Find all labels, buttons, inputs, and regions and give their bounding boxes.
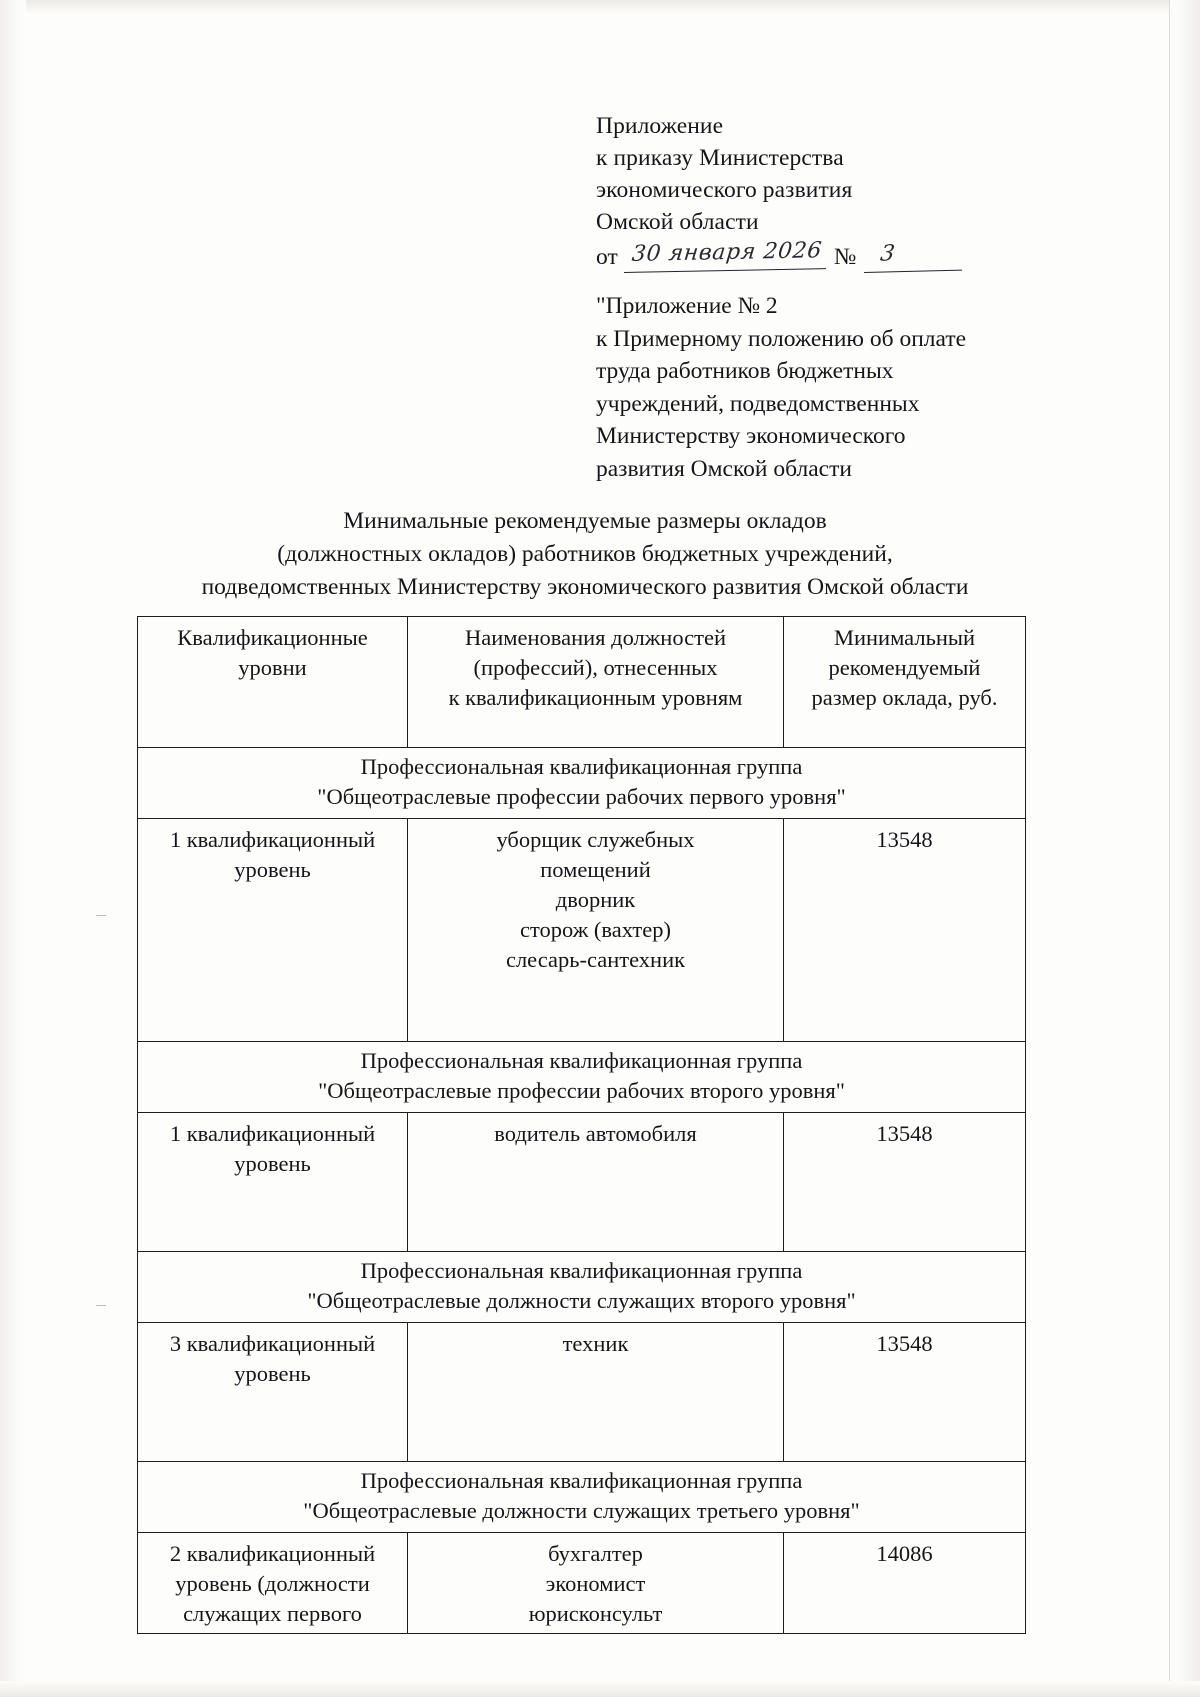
table-row: 3 квалификационный уровень техник 13548	[137, 1322, 1026, 1462]
header-line: размер оклада, руб.	[811, 685, 998, 710]
salary-amount-cell: 13548	[783, 818, 1026, 1042]
table-row: 2 квалификационный уровень (должности сл…	[137, 1532, 1026, 1634]
column-header-qualification-level: Квалификационные уровни	[137, 616, 408, 748]
group-header-line: "Общеотраслевые должности служащих второ…	[307, 1288, 856, 1313]
position-line: помещений	[540, 857, 651, 882]
level-line: 1 квалификационный	[169, 1121, 376, 1146]
group-header-cell: Профессиональная квалификационная группа…	[137, 747, 1026, 819]
handwritten-date-value: 30 января 2026	[623, 235, 830, 273]
appendix2-reference-block: "Приложение № 2 к Примерному положению о…	[596, 290, 1026, 485]
header-line: к квалификационным уровням	[448, 685, 743, 710]
level-line: 1 квалификационный	[169, 827, 376, 852]
qualification-level-cell: 1 квалификационный уровень	[137, 1112, 408, 1252]
margin-tick	[96, 915, 106, 916]
group-header-row: Профессиональная квалификационная группа…	[137, 1251, 1026, 1323]
position-line: техник	[562, 1331, 629, 1356]
header-line: (профессий), отнесенных	[473, 655, 718, 680]
level-line: уровень	[234, 1151, 311, 1176]
level-line: 2 квалификационный	[169, 1541, 376, 1566]
number-label: №	[833, 244, 857, 270]
group-header-line: Профессиональная квалификационная группа	[360, 754, 803, 779]
group-header-line: "Общеотраслевые профессии рабочих второг…	[318, 1078, 845, 1103]
group-header-line: Профессиональная квалификационная группа	[360, 1468, 803, 1493]
group-header-cell: Профессиональная квалификационная группа…	[137, 1251, 1026, 1323]
level-line: уровень	[234, 1361, 311, 1386]
level-line: 3 квалификационный	[169, 1331, 376, 1356]
position-line: сторож (вахтер)	[520, 917, 671, 942]
position-line: дворник	[555, 887, 636, 912]
appendix2-ref-line: "Приложение № 2	[596, 293, 778, 319]
qualification-level-cell: 1 квалификационный уровень	[137, 818, 408, 1042]
appendix-ref-line: к приказу Министерства	[596, 145, 844, 171]
group-header-cell: Профессиональная квалификационная группа…	[137, 1041, 1026, 1113]
salary-amount-cell: 13548	[783, 1322, 1026, 1462]
header-line: Минимальный	[833, 625, 976, 650]
table-row: 1 квалификационный уровень водитель авто…	[137, 1112, 1026, 1252]
position-titles-cell: техник	[407, 1322, 784, 1462]
position-line: юрисконсульт	[528, 1601, 663, 1626]
header-line: уровни	[238, 655, 307, 680]
scan-rule-right	[1169, 0, 1170, 1697]
appendix-reference-block: Приложение к приказу Министерства эконом…	[596, 110, 1026, 273]
group-header-line: Профессиональная квалификационная группа	[360, 1048, 803, 1073]
appendix2-ref-line: учреждений, подведомственных	[596, 390, 920, 417]
group-header-line: "Общеотраслевые профессии рабочих первог…	[317, 784, 846, 809]
appendix2-ref-line: труда работников бюджетных	[596, 358, 894, 384]
group-header-row: Профессиональная квалификационная группа…	[137, 747, 1026, 819]
scan-edge-right	[1170, 0, 1200, 1697]
position-line: бухгалтер	[548, 1541, 643, 1566]
group-header-line: Профессиональная квалификационная группа	[360, 1258, 803, 1283]
column-header-position-titles: Наименования должностей (профессий), отн…	[407, 616, 784, 748]
position-titles-cell: уборщик служебных помещений дворник стор…	[407, 818, 784, 1042]
table-header-row: Квалификационные уровни Наименования дол…	[137, 616, 1026, 748]
column-header-minimum-salary: Минимальный рекомендуемый размер оклада,…	[783, 616, 1026, 748]
date-label: от	[596, 244, 618, 270]
header-line: рекомендуемый	[828, 655, 981, 680]
appendix2-ref-line: Министерству экономического	[596, 423, 906, 449]
appendix-ref-line: Приложение	[596, 113, 724, 139]
position-line: слесарь-сантехник	[505, 947, 686, 972]
position-titles-cell: водитель автомобиля	[407, 1112, 784, 1252]
group-header-cell: Профессиональная квалификационная группа…	[137, 1461, 1026, 1533]
scan-edge-bottom	[0, 1681, 1200, 1697]
scan-edge-top	[0, 0, 1200, 14]
appendix-ref-line: экономического развития	[596, 177, 853, 203]
group-header-line: "Общеотраслевые должности служащих треть…	[303, 1498, 860, 1523]
appendix2-ref-line: развития Омской области	[596, 455, 852, 482]
page-title-line: Минимальные рекомендуемые размеры окладо…	[343, 508, 827, 534]
page-title-line: подведомственных Министерству экономичес…	[201, 574, 969, 600]
appendix2-ref-line: к Примерному положению об оплате	[596, 325, 967, 352]
page-title: Минимальные рекомендуемые размеры окладо…	[120, 505, 1050, 604]
order-date-line: от 30 января 2026 № 3	[596, 235, 1026, 273]
header-line: Наименования должностей	[464, 625, 727, 650]
table-row: 1 квалификационный уровень уборщик служе…	[137, 818, 1026, 1042]
salary-table: Квалификационные уровни Наименования дол…	[137, 616, 1026, 1634]
page-title-line: (должностных окладов) работников бюджетн…	[277, 541, 893, 567]
scan-edge-left	[0, 0, 26, 1697]
appendix-ref-line: Омской области	[596, 209, 759, 235]
level-line: служащих первого	[183, 1601, 362, 1626]
header-line: Квалификационные	[177, 625, 368, 650]
position-line: водитель автомобиля	[494, 1121, 697, 1146]
position-line: уборщик служебных	[496, 827, 695, 852]
position-titles-cell: бухгалтер экономист юрисконсульт	[407, 1532, 784, 1634]
group-header-row: Профессиональная квалификационная группа…	[137, 1461, 1026, 1533]
level-line: уровень (должности	[175, 1571, 370, 1596]
group-header-row: Профессиональная квалификационная группа…	[137, 1041, 1026, 1113]
qualification-level-cell: 2 квалификационный уровень (должности сл…	[137, 1532, 408, 1634]
qualification-level-cell: 3 квалификационный уровень	[137, 1322, 408, 1462]
salary-amount-cell: 13548	[783, 1112, 1026, 1252]
position-line: экономист	[545, 1571, 646, 1596]
salary-amount-cell: 14086	[783, 1532, 1026, 1634]
handwritten-order-number: 3	[864, 236, 967, 273]
margin-tick	[96, 1305, 106, 1306]
level-line: уровень	[234, 857, 311, 882]
